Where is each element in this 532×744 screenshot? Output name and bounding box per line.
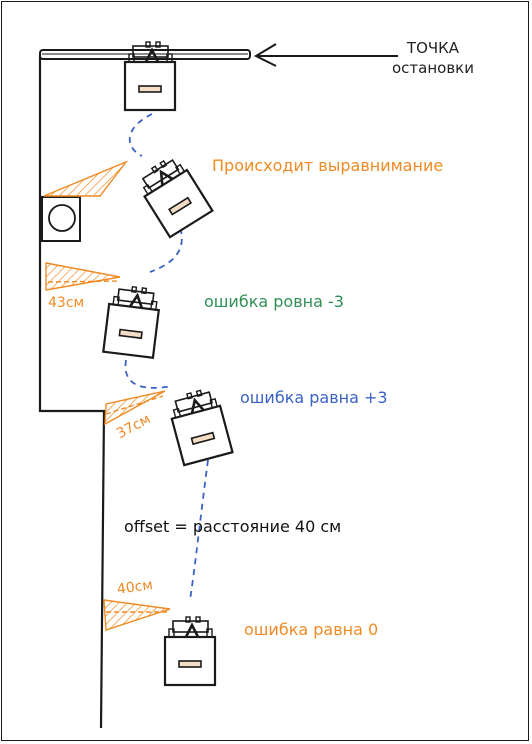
sensor-cone-4: [103, 599, 171, 631]
stop-point-label-line-2: остановки: [392, 59, 474, 77]
annotation-error-zero: ошибка равна 0: [244, 620, 379, 639]
distance-label-43: 43см: [48, 295, 85, 311]
robot-error-plus: [165, 385, 234, 467]
stop-line: [39, 49, 251, 60]
robot-error-zero: [163, 615, 217, 687]
sensor-cone-3: [104, 390, 166, 426]
annotation-error-plus: ошибка равна +3: [240, 388, 388, 407]
stop-point-label: ТОЧКА остановки: [392, 38, 474, 78]
annotation-error-minus: ошибка ровна -3: [204, 292, 344, 311]
stop-arrow: [253, 43, 398, 67]
robot-aligning: [132, 151, 214, 239]
robot-at-stop: [123, 40, 177, 112]
sensor-cone-2: [45, 262, 121, 291]
stop-point-label-line-1: ТОЧКА: [406, 39, 460, 57]
annotation-offset: offset = расстояние 40 см: [124, 517, 342, 536]
sensor-cone-1: [43, 160, 129, 197]
robot-path: [124, 113, 209, 601]
wall-outline: [38, 56, 106, 729]
robot-error-minus: [102, 282, 163, 360]
wall-obstacle: [41, 196, 81, 242]
annotation-aligning: Происходит выравнимание: [212, 156, 444, 175]
